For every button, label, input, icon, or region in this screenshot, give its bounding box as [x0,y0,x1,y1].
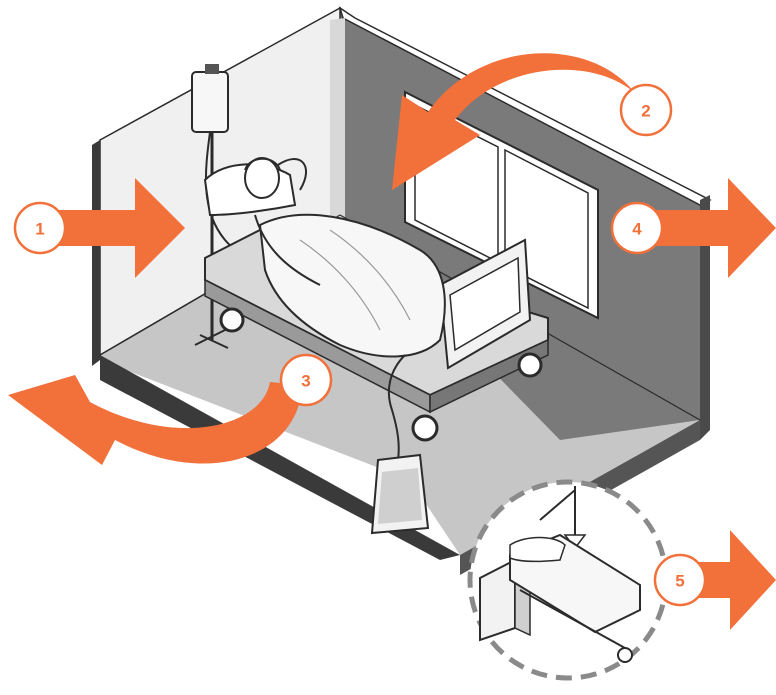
bed-wheel [221,309,243,331]
badge-2: 2 [621,85,671,135]
bed-wheel [519,354,541,376]
badge-1: 1 [15,203,65,253]
badge-3: 3 [281,355,331,405]
badge-label-1: 1 [35,220,44,239]
badge-label-3: 3 [301,372,310,391]
badge-5: 5 [655,555,705,605]
room-left-wall-inner-shadow [330,18,345,228]
iv-bag [192,72,228,132]
badge-label-4: 4 [632,220,642,239]
room-left-wall-side [92,140,100,366]
inset-pillow [510,538,565,562]
inset-illustration [470,482,666,678]
badge-label-5: 5 [675,572,684,591]
bed-wheel [413,416,437,440]
badge-4: 4 [612,203,662,253]
badge-label-2: 2 [641,102,650,121]
